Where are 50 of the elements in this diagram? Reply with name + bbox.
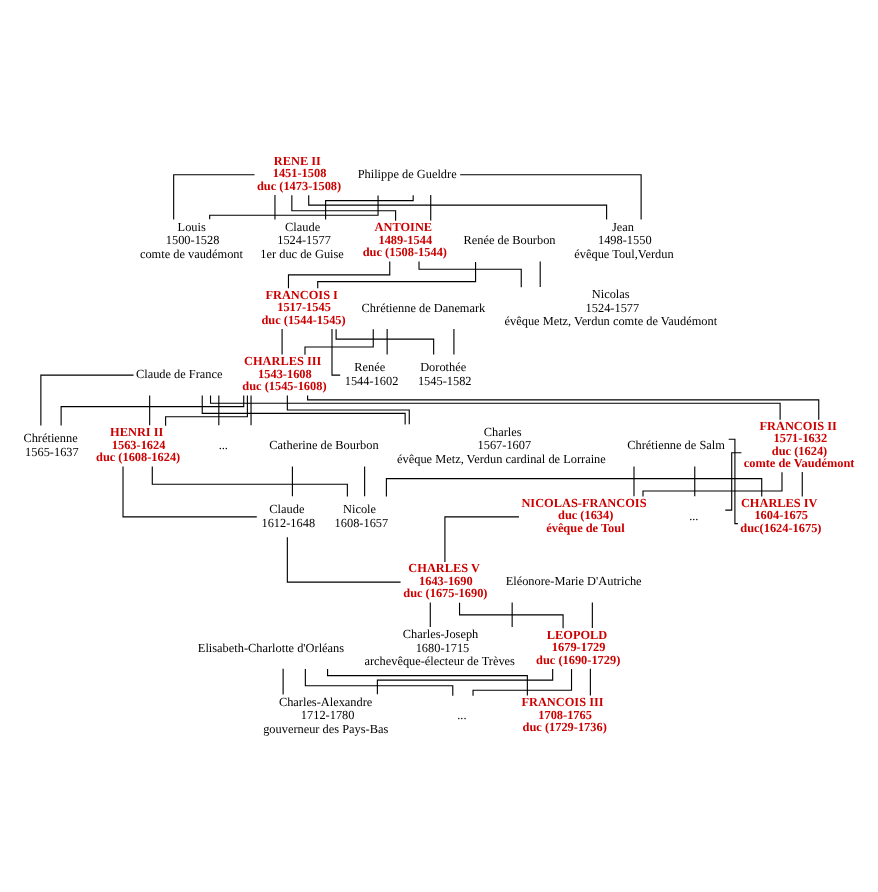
connector — [801, 471, 803, 498]
connector — [429, 601, 431, 628]
connector — [642, 471, 783, 498]
connector — [376, 668, 554, 695]
connector — [728, 438, 739, 525]
connector — [591, 601, 593, 629]
connector — [430, 194, 432, 222]
connector — [282, 668, 284, 696]
connector — [539, 260, 541, 288]
connector — [385, 478, 763, 497]
connector — [304, 328, 374, 356]
connector — [331, 328, 341, 376]
connector — [287, 261, 391, 289]
connector — [165, 394, 248, 427]
connector — [291, 194, 397, 222]
connector — [40, 374, 135, 427]
connector — [250, 395, 252, 426]
connector — [201, 395, 406, 425]
connector — [633, 465, 635, 497]
connector — [274, 194, 276, 221]
connector — [209, 194, 379, 220]
connector — [173, 174, 256, 220]
connector — [307, 394, 820, 421]
connector — [325, 194, 414, 221]
connector — [327, 668, 528, 696]
connector — [304, 668, 454, 697]
connector — [317, 261, 477, 289]
connector — [418, 261, 522, 288]
connector — [589, 668, 591, 696]
connector — [335, 328, 435, 356]
connector — [149, 395, 151, 426]
connector — [458, 602, 564, 629]
connector — [386, 328, 388, 356]
connector — [364, 465, 366, 497]
connector — [151, 465, 348, 497]
connector — [122, 465, 258, 518]
connector — [308, 194, 608, 220]
connector — [286, 536, 402, 583]
connector — [511, 601, 513, 628]
connector — [209, 394, 781, 421]
connector — [286, 394, 410, 425]
connector — [291, 465, 293, 497]
connector — [459, 174, 642, 220]
connector — [60, 395, 245, 426]
connector — [694, 465, 696, 497]
connector — [724, 452, 742, 511]
connector — [472, 668, 573, 697]
connector — [218, 395, 220, 426]
connector — [444, 516, 520, 563]
connector — [453, 328, 455, 356]
